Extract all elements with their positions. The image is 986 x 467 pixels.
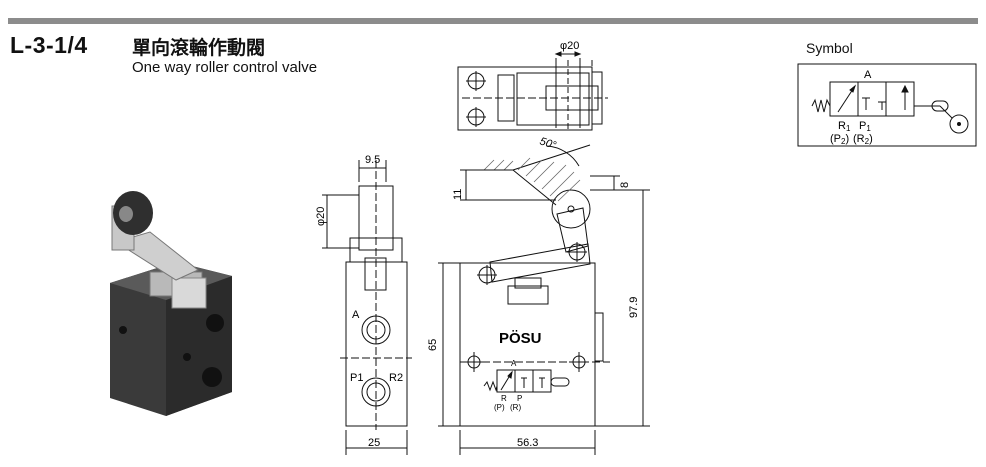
symbol-port-r1: R1 (838, 120, 851, 133)
front-label-a: A (511, 359, 517, 368)
front-label-p: P (517, 394, 522, 403)
symbol-port-p2-sub: 2 (841, 137, 846, 146)
symbol-port-p2: (P2) (830, 133, 849, 146)
title-english: One way roller control valve (132, 59, 318, 76)
symbol-diagram (797, 63, 977, 147)
symbol-port-r2-sub: 2 (865, 137, 870, 146)
top-view (457, 51, 608, 131)
side-dim-9-5: 9.5 (365, 154, 380, 166)
front-label-p-paren: (P) (494, 403, 505, 412)
front-dim-56-3: 56.3 (517, 437, 538, 449)
symbol-port-r1-letter: R (838, 120, 846, 132)
symbol-port-p1: P1 (859, 120, 871, 133)
front-label-r: R (501, 394, 507, 403)
side-port-p1: P1 (350, 372, 363, 384)
side-view (322, 160, 412, 455)
symbol-port-p2-close: ) (845, 133, 849, 145)
symbol-port-a: A (864, 69, 872, 81)
side-dim-phi20: φ20 (315, 207, 327, 226)
side-dim-25: 25 (368, 437, 380, 449)
front-dim-8: 8 (619, 182, 631, 188)
header-rule (8, 18, 978, 24)
symbol-port-p2-letter: (P (830, 133, 841, 145)
product-photo (110, 191, 232, 416)
front-view (438, 144, 650, 455)
symbol-port-r2-letter: (R (853, 133, 865, 145)
symbol-port-r1-sub: 1 (846, 124, 851, 133)
model-code: L-3-1/4 (10, 32, 88, 58)
side-port-a: A (352, 309, 360, 321)
front-dim-11: 11 (452, 189, 464, 200)
symbol-port-r2: (R2) (853, 133, 873, 146)
front-label-r-paren: (R) (510, 403, 521, 412)
front-dim-97-9: 97.9 (628, 297, 640, 318)
top-dim-phi20: φ20 (560, 40, 579, 52)
symbol-label: Symbol (806, 40, 853, 56)
title-chinese: 單向滾輪作動閥 (132, 37, 266, 59)
symbol-port-r2-close: ) (869, 133, 873, 145)
front-dim-65: 65 (427, 339, 439, 351)
symbol-port-p1-sub: 1 (866, 124, 871, 133)
side-port-r2: R2 (389, 372, 403, 384)
symbol-port-p1-letter: P (859, 120, 866, 132)
front-dim-angle: 50° (538, 135, 558, 152)
brand-logo-text: PÖSU (499, 330, 542, 347)
